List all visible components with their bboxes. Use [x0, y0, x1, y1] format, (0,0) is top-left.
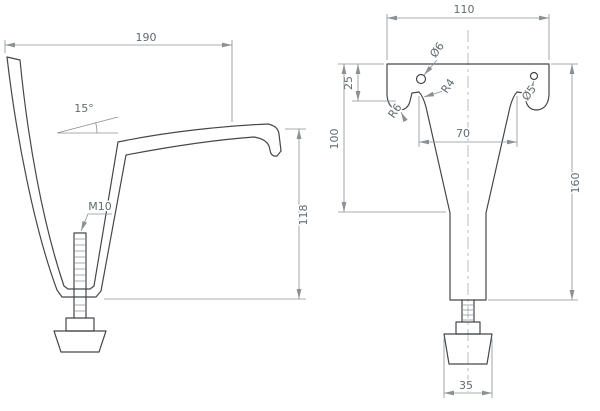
hole-top-leader-line [423, 59, 438, 76]
dim-label-hole-top: Ø6 [427, 40, 447, 60]
mounting-hole-left [415, 73, 427, 85]
dim-label-thread: M10 [88, 200, 112, 213]
dim-190-extension-lines [4, 40, 233, 122]
dim-label-angle: 15° [74, 102, 94, 115]
angle-reference-lines [56, 116, 119, 134]
foot-base [53, 330, 107, 353]
left-view: 15° M10 190 118 [4, 30, 312, 353]
front-stud [461, 299, 475, 323]
hook-radius-leader-line [400, 111, 408, 123]
front-foot-base [443, 333, 493, 365]
dim-label-plate-width: 110 [454, 3, 475, 16]
mounting-hole-right [529, 71, 539, 81]
right-view: 110 25 100 160 70 35 Ø6 R4 R6 Ø5 [327, 2, 584, 398]
dim-35-extension-lines [443, 338, 493, 398]
m10-leader-line [80, 213, 112, 232]
angle-arc [95, 122, 98, 134]
dim-70-extension-lines [418, 96, 518, 147]
thread-ticks [74, 238, 86, 312]
dim-110-extension-lines [386, 14, 550, 60]
dim-label-overall-width: 190 [136, 31, 157, 44]
leg-profile-outline [6, 56, 282, 298]
dim-label-fillet: R4 [439, 76, 458, 95]
front-thread-ticks [462, 304, 474, 321]
dim-label-height: 118 [297, 205, 310, 226]
hole-side-leader-line [528, 80, 535, 92]
dim-118-extension-lines [104, 128, 306, 300]
dim-label-foot-width: 35 [459, 379, 473, 392]
dim-label-hole-side: Ø5 [519, 83, 539, 103]
dim-label-taper-height: 100 [328, 129, 341, 150]
fillet-leader-line [423, 90, 444, 98]
leg-front-outline [386, 63, 550, 301]
dim-label-hook-radius: R6 [386, 101, 405, 120]
foot-nut [65, 317, 95, 332]
threaded-stud [73, 232, 87, 319]
dim-label-leg-top-width: 70 [456, 127, 470, 140]
dim-160-extension-lines [488, 63, 578, 301]
dim-label-overall-height: 160 [569, 173, 582, 194]
